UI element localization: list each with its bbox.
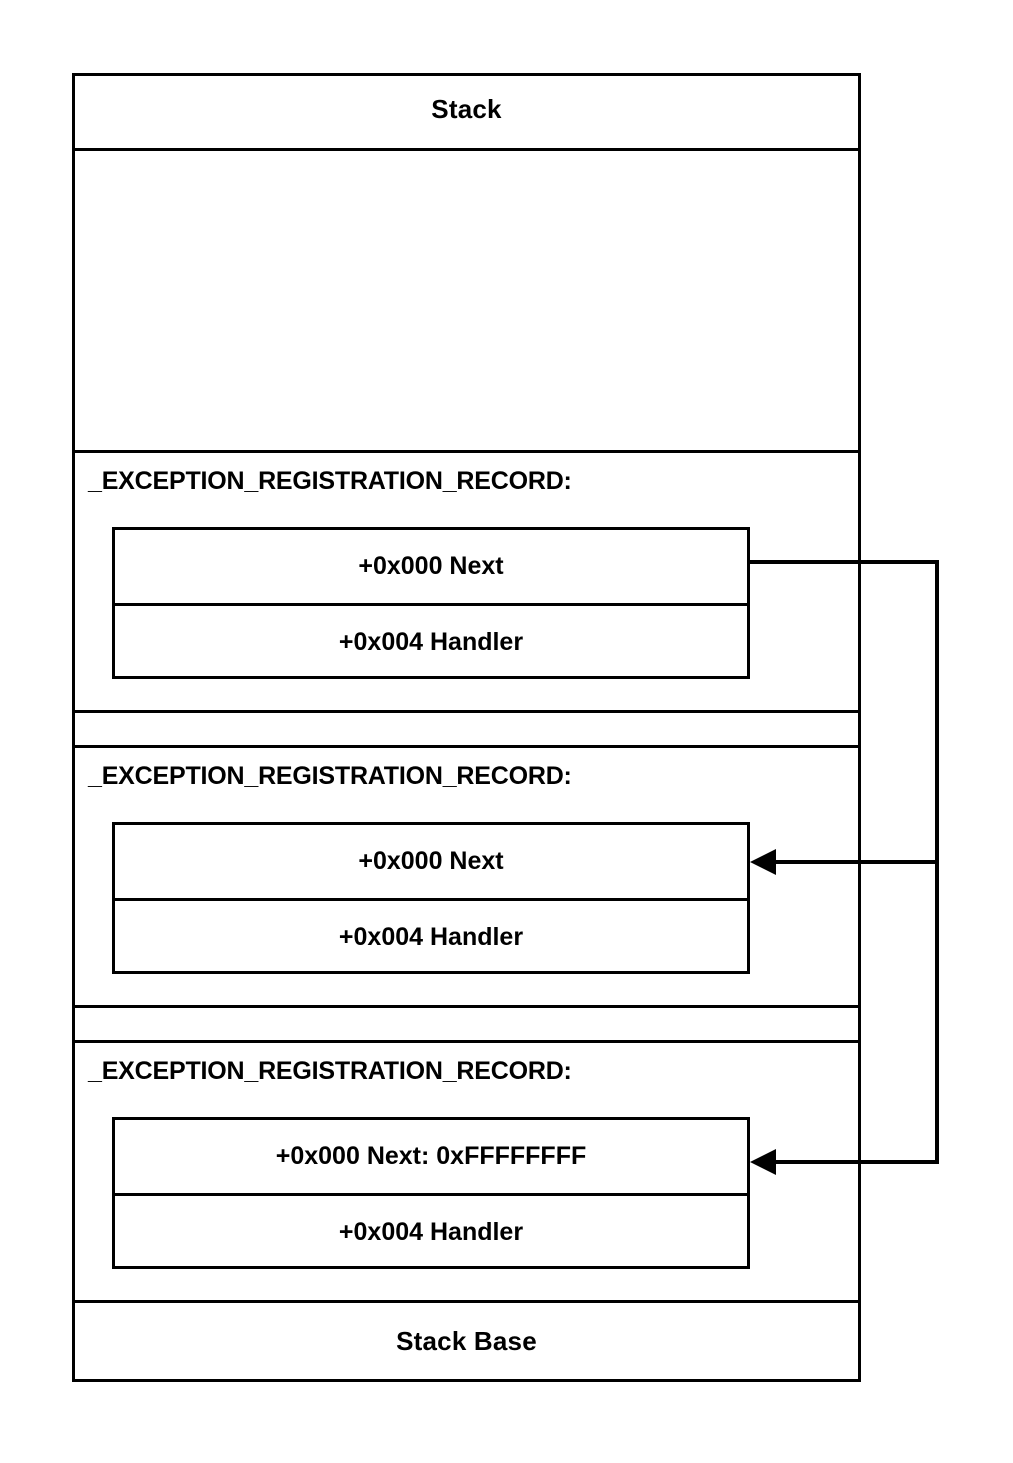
record-3-fieldbox: +0x000 Next: 0xFFFFFFFF +0x004 Handler — [112, 1117, 750, 1269]
divider-above-record-3 — [75, 1040, 858, 1043]
record-3-next-field: +0x000 Next: 0xFFFFFFFF — [275, 1142, 587, 1170]
divider-below-stack-header — [75, 148, 858, 151]
record-2-fieldbox: +0x000 Next +0x004 Handler — [112, 822, 750, 974]
connector-2-arrowhead-icon — [750, 1149, 776, 1175]
spacer-band-2 — [75, 1008, 858, 1040]
exception-registration-record-2: _EXCEPTION_REGISTRATION_RECORD: +0x000 N… — [75, 748, 858, 1005]
record-3-title: _EXCEPTION_REGISTRATION_RECORD: — [88, 1057, 572, 1085]
record-2-title: _EXCEPTION_REGISTRATION_RECORD: — [88, 762, 572, 790]
connector-1-segment-horizontal-top — [750, 560, 939, 564]
exception-registration-record-1: _EXCEPTION_REGISTRATION_RECORD: +0x000 N… — [75, 453, 858, 710]
stack-base-label: Stack Base — [396, 1326, 537, 1356]
record-1-handler-field: +0x004 Handler — [115, 603, 747, 676]
connector-1-segment-vertical — [935, 560, 939, 864]
divider-below-record-1 — [75, 710, 858, 713]
record-1-next-field: +0x000 Next — [358, 552, 504, 580]
record-2-handler-field: +0x004 Handler — [115, 898, 747, 971]
divider-below-record-2 — [75, 1005, 858, 1008]
free-stack-region — [75, 151, 858, 450]
divider-above-record-1 — [75, 450, 858, 453]
spacer-band-1 — [75, 713, 858, 745]
connector-2-segment-vertical — [935, 860, 939, 1164]
connector-1-segment-horizontal-bottom — [776, 860, 939, 864]
record-1-title: _EXCEPTION_REGISTRATION_RECORD: — [88, 467, 572, 495]
record-3-handler-field: +0x004 Handler — [115, 1193, 747, 1266]
connector-1-arrowhead-icon — [750, 849, 776, 875]
exception-registration-record-3: _EXCEPTION_REGISTRATION_RECORD: +0x000 N… — [75, 1043, 858, 1300]
record-1-fieldbox: +0x000 Next +0x004 Handler — [112, 527, 750, 679]
divider-above-stack-base — [75, 1300, 858, 1303]
record-2-next-field: +0x000 Next — [358, 847, 504, 875]
stack-container: Stack _EXCEPTION_REGISTRATION_RECORD: +0… — [72, 73, 861, 1382]
divider-above-record-2 — [75, 745, 858, 748]
stack-header-label: Stack — [431, 94, 502, 124]
connector-2-segment-horizontal-bottom — [776, 1160, 939, 1164]
